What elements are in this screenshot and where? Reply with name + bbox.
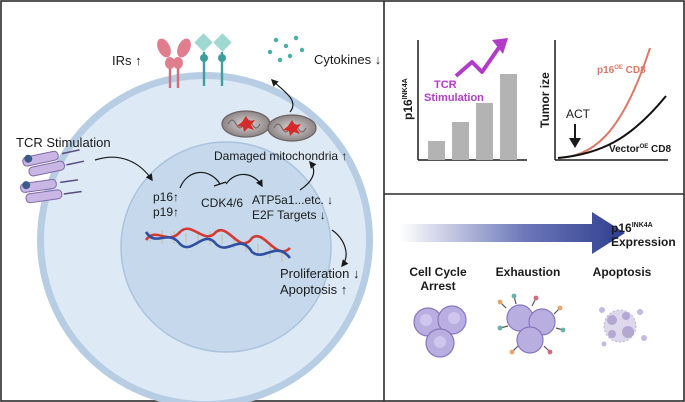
- bar-ylabel: p16INK4A: [401, 78, 415, 120]
- bar-4: [500, 74, 517, 160]
- bottom-panel: p16INK4A Expression Cell Cycle Arrest Ex…: [400, 212, 676, 358]
- inhibitory-receptors: [157, 33, 232, 88]
- vector-curve-label: VectorOE CD8: [609, 144, 671, 155]
- state-exhaustion: Exhaustion: [496, 265, 561, 279]
- mito-label: Damaged mitochondria ↑: [214, 149, 347, 163]
- cytokines-label: Cytokines ↓: [314, 52, 381, 67]
- tcr-receptors: [20, 149, 85, 204]
- stim-label-2: Stimulation: [424, 92, 484, 104]
- damage-burst-1: [237, 116, 255, 132]
- expression-label-1: p16INK4A: [611, 221, 653, 235]
- vector-tumor-curve: [557, 95, 667, 159]
- receptor-pink: [157, 38, 191, 88]
- tumor-ylabel: Tumor ize: [538, 72, 552, 128]
- dna-helix: [144, 227, 292, 262]
- expression-label-2: Expression: [611, 235, 676, 249]
- e2f-label: E2F Targets ↓: [252, 208, 326, 222]
- bar-1: [428, 141, 445, 160]
- tumor-panel: Tumor ize p16OE CD8 ACT VectorOE CD8: [538, 40, 671, 161]
- stim-trend-arrow: [454, 44, 502, 78]
- apoptosis-cell-cluster: [599, 307, 647, 347]
- stim-arrow-head: [492, 38, 508, 54]
- damage-burst-2: [283, 120, 301, 136]
- bar-panel: TCR Stimulation p16INK4A: [401, 38, 527, 161]
- bar-group: [428, 74, 517, 160]
- arrow-mito-to-cytokines: [270, 78, 294, 113]
- arrow-cdk-to-targets: [225, 173, 263, 188]
- arrow-targets-to-outcome: [331, 229, 349, 268]
- apop-label: Apoptosis ↑: [280, 282, 347, 297]
- tcr-label: TCR Stimulation: [16, 135, 111, 150]
- arrow-targets-to-mito: [299, 160, 317, 191]
- bar-3: [476, 103, 493, 160]
- p16-label: p16↑: [153, 190, 179, 204]
- receptor-teal: [194, 33, 232, 86]
- p16-curve-label: p16OE CD8: [597, 65, 646, 76]
- irs-label: IRs ↑: [112, 53, 142, 68]
- act-label: ACT: [566, 107, 591, 121]
- atp-label: ATP5a1...etc. ↓: [252, 193, 333, 207]
- stim-label-1: TCR: [434, 79, 457, 91]
- state-arrest-line2: Arrest: [420, 279, 455, 293]
- cytokine-dots: [267, 35, 305, 63]
- arrow-tcr-to-p16: [94, 156, 153, 182]
- state-arrest-line1: Cell Cycle: [409, 265, 467, 279]
- p19-label: p19↑: [153, 205, 179, 219]
- dna-strand-blue: [144, 231, 292, 259]
- bar-2: [452, 122, 469, 160]
- act-arrow-head: [569, 138, 581, 148]
- cdk-label: CDK4/6: [201, 196, 243, 210]
- inhibit-p16-cdk: [179, 171, 221, 189]
- expression-gradient-arrow: [400, 212, 625, 254]
- state-apoptosis: Apoptosis: [593, 265, 652, 279]
- arrest-cell-cluster: [413, 305, 467, 358]
- exhaustion-cell-cluster: [497, 293, 566, 355]
- prolif-label: Proliferation ↓: [280, 266, 359, 281]
- damaged-mitochondria: [221, 110, 317, 142]
